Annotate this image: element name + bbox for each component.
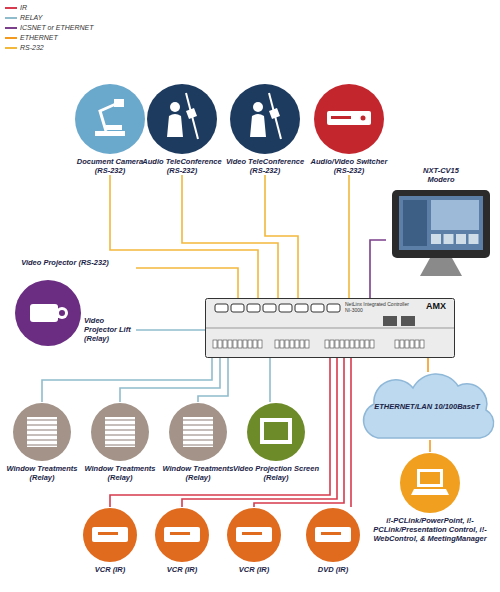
legend-line bbox=[4, 43, 18, 53]
network-cloud: ETHERNET/LAN 10/100BaseT bbox=[358, 372, 496, 440]
controller-drawing bbox=[205, 298, 455, 358]
legend-line bbox=[4, 3, 18, 13]
node-label: i!-PCLink/PowerPoint, i!-PCLink/Presenta… bbox=[365, 516, 495, 543]
node-label: Audio/Video Switcher (RS-232) bbox=[305, 157, 393, 175]
signal-line bbox=[429, 440, 431, 452]
device-circle bbox=[224, 83, 306, 155]
projector-circle bbox=[8, 258, 136, 370]
device-icon: Window Treatments (Relay) bbox=[81, 402, 159, 482]
signal-line bbox=[182, 175, 278, 298]
node-label: NXT-CV15 Modero bbox=[386, 166, 496, 184]
legend-label: RELAY bbox=[20, 13, 42, 23]
signal-line bbox=[110, 175, 258, 298]
signal-line bbox=[42, 358, 212, 402]
signal-line bbox=[269, 358, 271, 402]
node-label: DVD (IR) bbox=[298, 565, 368, 574]
signal-line bbox=[350, 358, 352, 507]
projector-icon: Video Projector (RS-232) Video Projector … bbox=[8, 258, 136, 370]
device-icon: Window Treatments (Relay) bbox=[3, 402, 81, 482]
legend-label: ICSNET or ETHERNET bbox=[20, 23, 94, 33]
device-circle bbox=[81, 402, 159, 462]
signal-line bbox=[136, 268, 238, 298]
signal-line bbox=[198, 358, 228, 402]
device-circle bbox=[3, 402, 81, 462]
device-circle bbox=[365, 452, 495, 514]
legend-row: RS-232 bbox=[4, 43, 44, 53]
device-circle bbox=[76, 507, 144, 563]
device-icon: Video TeleConference (RS-232) bbox=[224, 83, 306, 175]
legend-label: IR bbox=[20, 3, 27, 13]
device-circle bbox=[298, 507, 368, 563]
device-icon: VCR (IR) bbox=[76, 507, 144, 574]
device-circle bbox=[220, 507, 288, 563]
device-circle bbox=[148, 507, 216, 563]
node-label: VCR (IR) bbox=[148, 565, 216, 574]
signal-line bbox=[136, 329, 205, 331]
node-label: AMX bbox=[426, 301, 454, 311]
device-icon: VCR (IR) bbox=[148, 507, 216, 574]
legend-row: ETHERNET bbox=[4, 33, 58, 43]
device-icon: Document Camera (RS-232) bbox=[69, 83, 151, 175]
signal-line bbox=[348, 175, 350, 298]
node-label: VCR (IR) bbox=[76, 565, 144, 574]
device-circle bbox=[159, 402, 237, 462]
touch-panel: NXT-CV15 Modero bbox=[386, 166, 496, 281]
device-icon: VCR (IR) bbox=[220, 507, 288, 574]
node-label: Document Camera (RS-232) bbox=[69, 157, 151, 175]
legend-label: RS-232 bbox=[20, 43, 44, 53]
node-label: Window Treatments (Relay) bbox=[159, 464, 237, 482]
signal-line bbox=[427, 358, 429, 372]
node-label: ETHERNET/LAN 10/100BaseT bbox=[374, 402, 479, 411]
node-label: Window Treatments (Relay) bbox=[81, 464, 159, 482]
legend-line bbox=[4, 23, 18, 33]
legend-line bbox=[4, 13, 18, 23]
legend-row: RELAY bbox=[4, 13, 42, 23]
node-label: Video Projector (RS-232) bbox=[20, 258, 110, 278]
pc-icon: i!-PCLink/PowerPoint, i!-PCLink/Presenta… bbox=[365, 452, 495, 543]
controller-box: NetLinx Integrated ControllerNI-3000 AMX bbox=[205, 298, 455, 358]
node-label: VCR (IR) bbox=[220, 565, 288, 574]
signal-line bbox=[370, 240, 386, 298]
device-circle bbox=[141, 83, 223, 155]
node-label: Video Projector Lift (Relay) bbox=[84, 316, 136, 343]
legend-line bbox=[4, 33, 18, 43]
node-label: NI-3000 bbox=[345, 307, 385, 313]
device-circle bbox=[228, 402, 324, 462]
device-icon: Audio/Video Switcher (RS-232) bbox=[305, 83, 393, 175]
signal-line bbox=[182, 358, 337, 507]
device-circle bbox=[305, 83, 393, 155]
node-label: Video TeleConference (RS-232) bbox=[224, 157, 306, 175]
device-icon: Audio TeleConference (RS-232) bbox=[141, 83, 223, 175]
legend-row: IR bbox=[4, 3, 27, 13]
legend-row: ICSNET or ETHERNET bbox=[4, 23, 94, 33]
node-label: Video Projection Screen (Relay) bbox=[228, 464, 324, 482]
device-icon: Video Projection Screen (Relay) bbox=[228, 402, 324, 482]
device-icon: DVD (IR) bbox=[298, 507, 368, 574]
touch-panel-drawing bbox=[386, 188, 496, 280]
node-label: NetLinx Integrated Controller bbox=[345, 301, 423, 307]
legend-label: ETHERNET bbox=[20, 33, 58, 43]
device-circle bbox=[69, 83, 151, 155]
device-icon: Window Treatments (Relay) bbox=[159, 402, 237, 482]
node-label: Audio TeleConference (RS-232) bbox=[141, 157, 223, 175]
node-label: Window Treatments (Relay) bbox=[3, 464, 81, 482]
signal-line bbox=[265, 175, 298, 298]
